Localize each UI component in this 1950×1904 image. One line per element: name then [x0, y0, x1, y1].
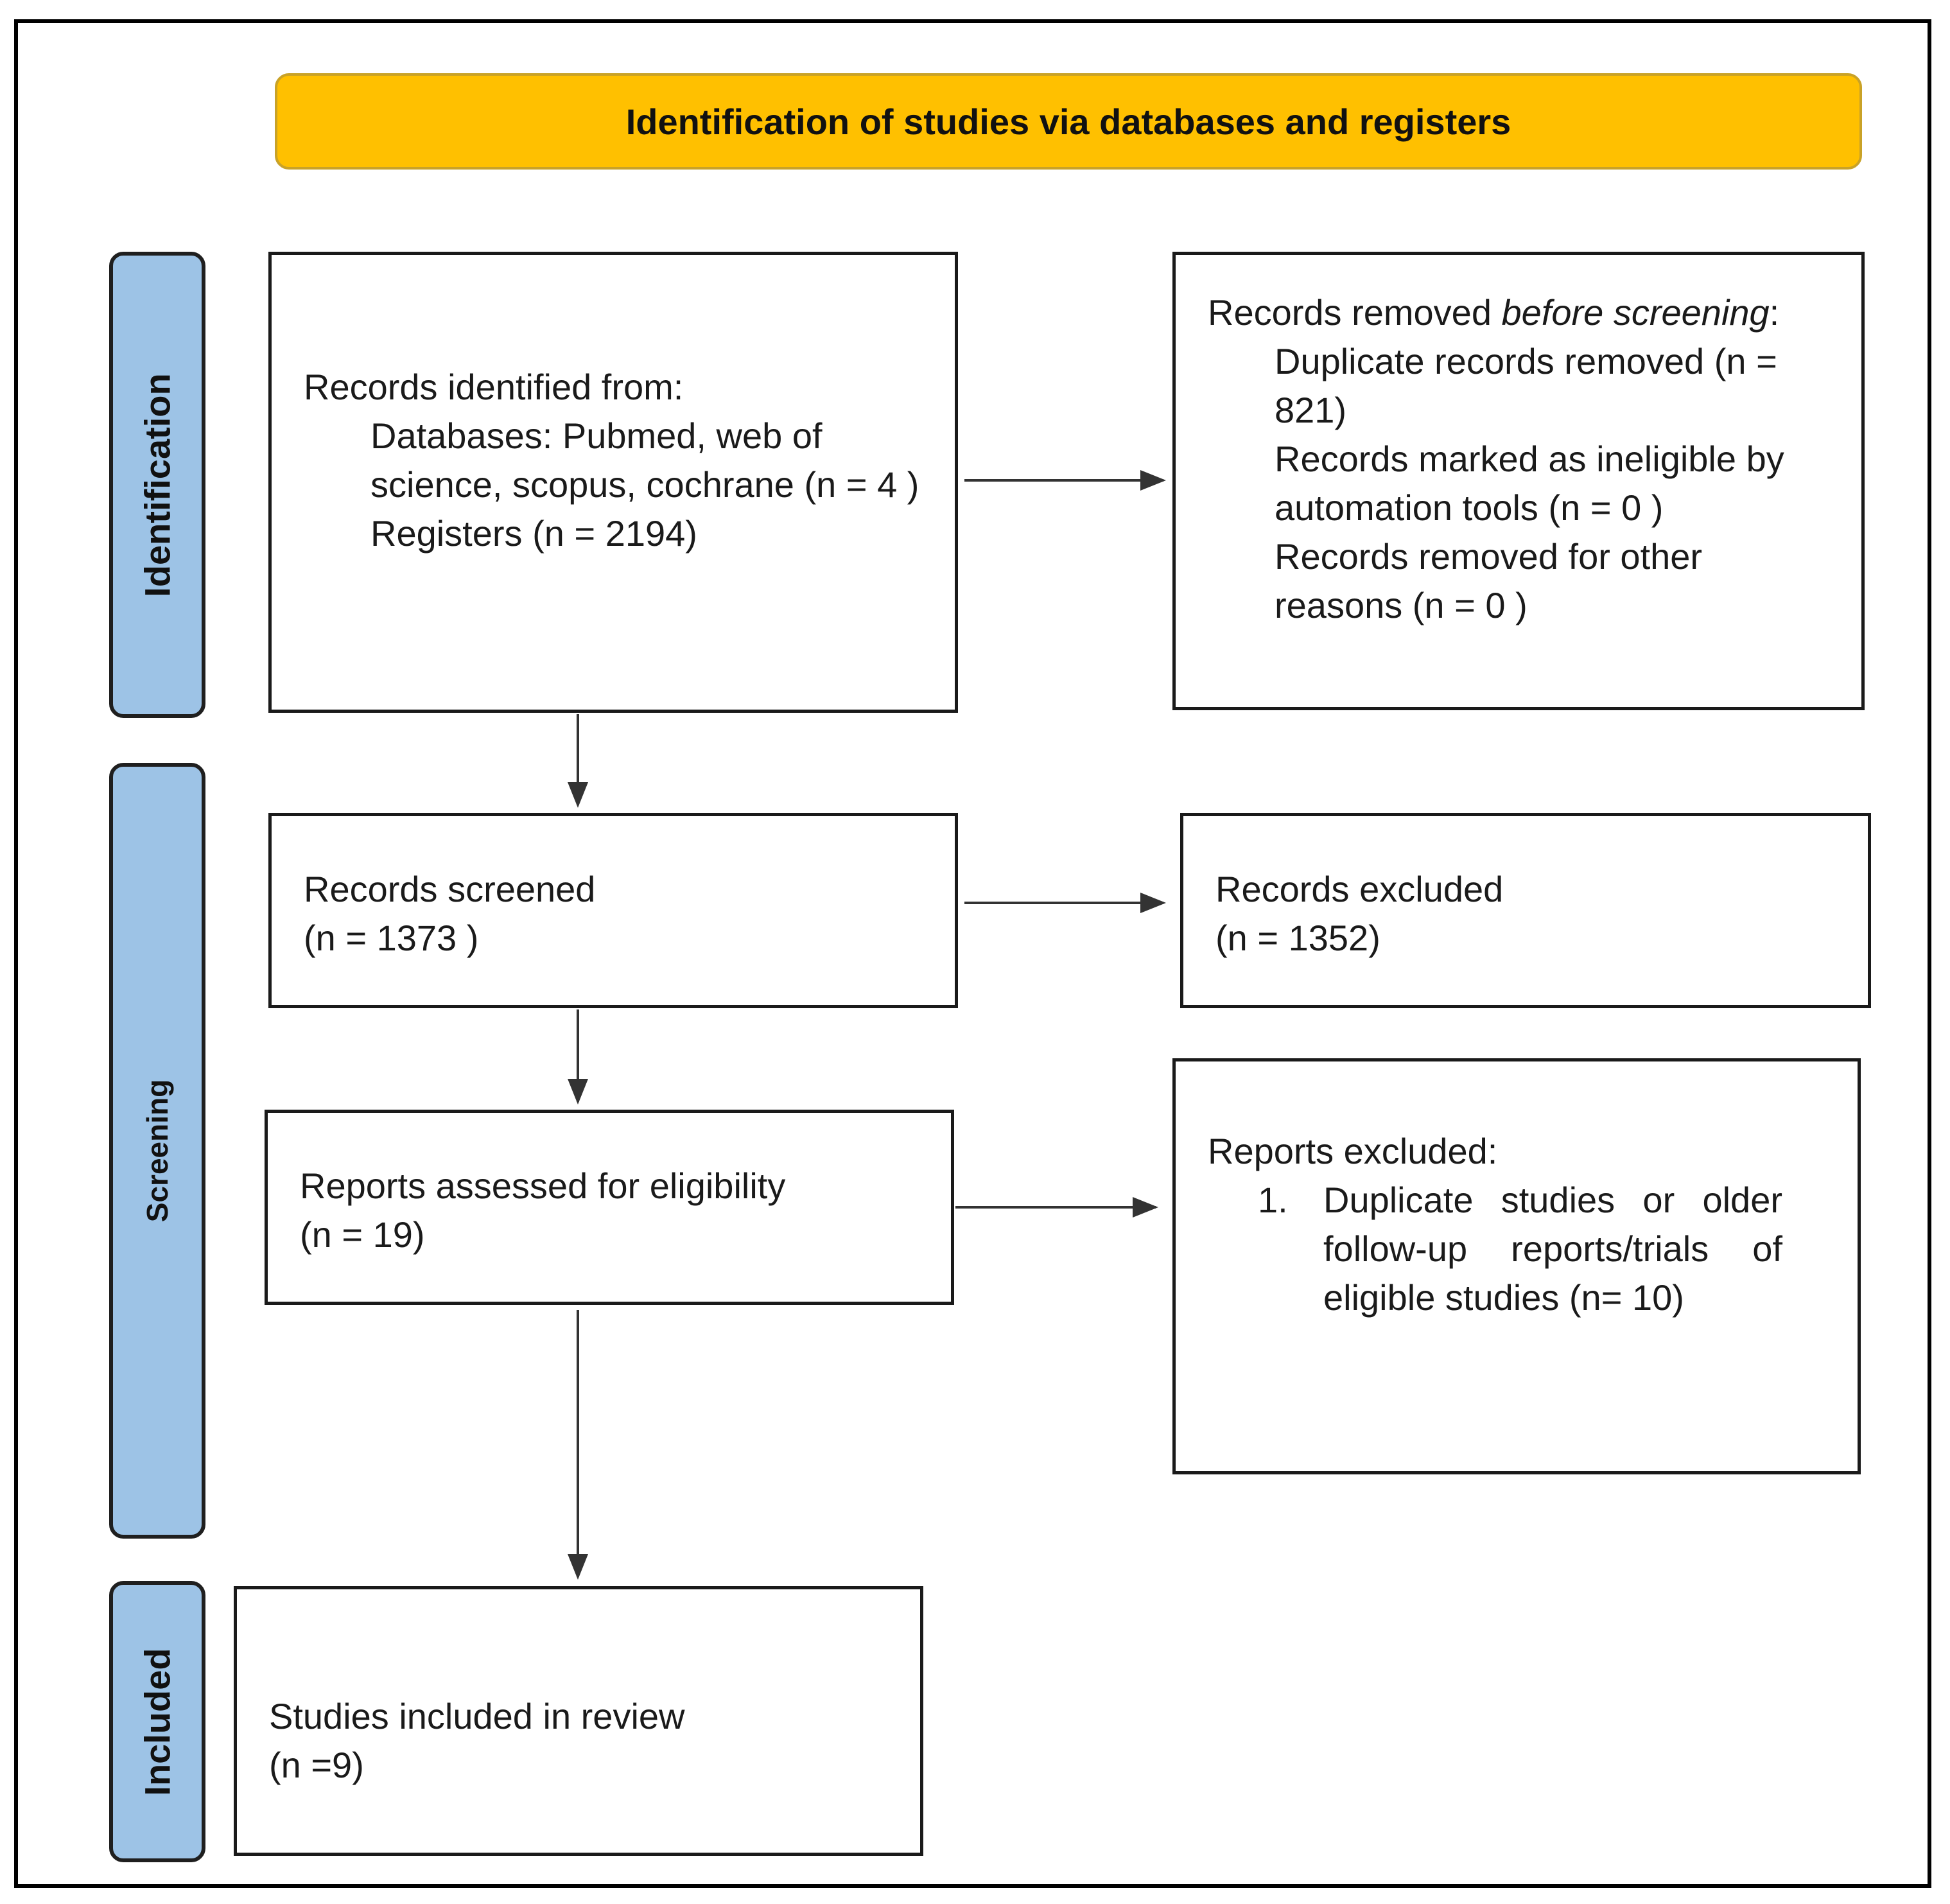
reports-excluded-item: 1. Duplicate studies or older follow-up … [1208, 1176, 1837, 1322]
records-screened-label: Records screened [304, 869, 596, 909]
header-title: Identification of studies via databases … [625, 101, 1511, 142]
reports-assessed-label: Reports assessed for eligibility [300, 1166, 786, 1206]
records-screened-count: (n = 1373 ) [304, 918, 479, 958]
phase-screening: Screening [109, 763, 205, 1539]
records-removed-other: Records removed for other reasons (n = 0… [1275, 536, 1703, 625]
records-excluded-label: Records excluded [1215, 869, 1504, 909]
studies-included-box: Studies included in review (n =9) [234, 1586, 923, 1856]
records-marked-ineligible: Records marked as ineligible by automati… [1275, 439, 1784, 528]
duplicate-records-removed: Duplicate records removed (n = 821) [1275, 341, 1777, 430]
reports-assessed-count: (n = 19) [300, 1214, 425, 1255]
records-excluded-count: (n = 1352) [1215, 918, 1380, 958]
records-removed-box: Records removed before screening: Duplic… [1172, 252, 1865, 710]
records-identified-registers: Registers (n = 2194) [370, 513, 697, 554]
records-identified-box: Records identified from: Databases: Pubm… [268, 252, 958, 713]
records-identified-heading: Records identified from: [304, 367, 684, 407]
phase-identification: Identification [109, 252, 205, 718]
diagram-header: Identification of studies via databases … [275, 73, 1862, 170]
studies-included-label: Studies included in review [269, 1696, 685, 1736]
reports-excluded-item-text: Duplicate studies or older follow-up rep… [1323, 1180, 1782, 1318]
records-removed-heading: Records removed before screening: [1208, 288, 1837, 337]
reports-assessed-box: Reports assessed for eligibility (n = 19… [265, 1110, 954, 1305]
reports-excluded-box: Reports excluded: 1. Duplicate studies o… [1172, 1058, 1861, 1474]
diagram-frame [14, 19, 1931, 1888]
records-removed-heading-prefix: Records removed [1208, 292, 1502, 333]
records-excluded-box: Records excluded (n = 1352) [1180, 813, 1871, 1008]
phase-included: Included [109, 1581, 205, 1862]
records-screened-box: Records screened (n = 1373 ) [268, 813, 958, 1008]
records-removed-heading-suffix: : [1769, 292, 1780, 333]
records-identified-databases: Databases: Pubmed, web of science, scopu… [370, 415, 919, 505]
records-removed-heading-italic: before screening [1501, 292, 1770, 333]
reports-excluded-item-number: 1. [1258, 1180, 1288, 1220]
studies-included-count: (n =9) [269, 1745, 364, 1785]
reports-excluded-heading: Reports excluded: [1208, 1131, 1498, 1171]
